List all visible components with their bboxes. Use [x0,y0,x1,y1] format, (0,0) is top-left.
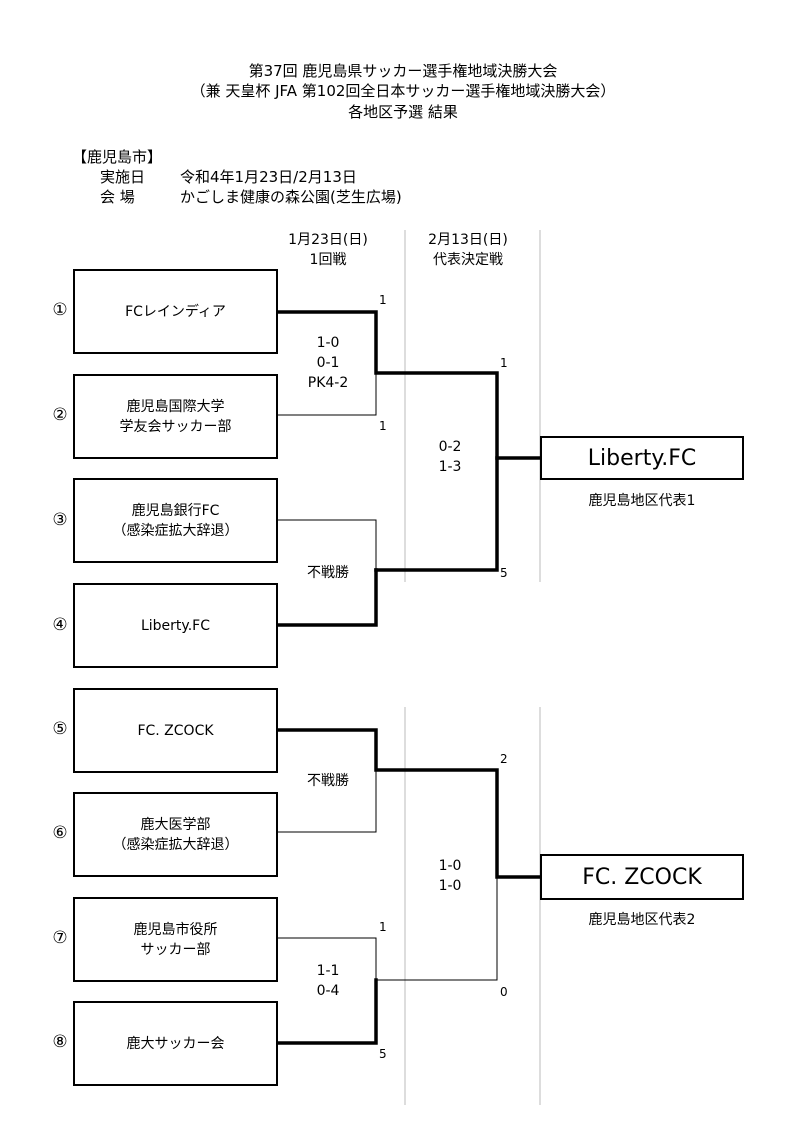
team-box: Liberty.FC [73,583,278,668]
team-box: 鹿大医学部 （感染症拡大辞退） [73,792,278,877]
match1-bottom-goals: 1 [379,419,387,433]
region-label: 【鹿児島市】 [72,148,163,166]
match4-top-goals: 1 [379,920,387,934]
team-name: 鹿児島市役所 サッカー部 [133,921,218,958]
team-number: ⑧ [52,1032,68,1052]
team-number: ⑤ [52,719,68,739]
team-name: FCレインディア [125,303,226,320]
venue-label: 会 場 [100,188,135,206]
team-box: FCレインディア [73,269,278,354]
title-line-1: 第37回 鹿児島県サッカー選手権地域決勝大会 [248,62,558,80]
title-line-3: 各地区予選 結果 [348,103,458,121]
team-number: ⑥ [52,823,68,843]
date-value: 令和4年1月23日/2月13日 [180,168,357,186]
match1-score: 1-0 0-1 PK4-2 [307,335,349,391]
match3-score: 不戦勝 [307,773,349,789]
team-name: 鹿児島国際大学 学友会サッカー部 [119,398,232,435]
team-box: 鹿児島銀行FC （感染症拡大辞退） [73,478,278,563]
final1-top-goals: 1 [500,356,508,370]
team-number: ① [52,300,68,320]
round2-date: 2月13日(日) [428,232,508,248]
team-number: ⑦ [52,928,68,948]
team-name: Liberty.FC [140,617,210,634]
team-name: FC. ZCOCK [137,722,214,739]
team-number: ③ [52,510,68,530]
winner1-name: Liberty.FC [587,445,697,471]
final2-top-goals: 2 [500,752,508,766]
team-box: 鹿大サッカー会 [73,1001,278,1086]
team-name: 鹿児島銀行FC （感染症拡大辞退） [112,502,239,539]
match1-top-goals: 1 [379,293,387,307]
round2-name: 代表決定戦 [433,252,503,268]
venue-value: かごしま健康の森公園(芝生広場) [180,188,402,206]
final2-bottom-goals: 0 [500,985,508,999]
team-number: ② [52,405,68,425]
team-name: 鹿大サッカー会 [126,1035,225,1052]
match4-bottom-goals: 5 [379,1047,387,1061]
date-label: 実施日 [100,168,146,186]
final1-score: 0-2 1-3 [438,439,462,475]
final1-bottom-goals: 5 [500,566,508,580]
match4-score: 1-1 0-4 [316,963,340,999]
match2-score: 不戦勝 [307,565,349,581]
round1-name: 1回戦 [309,252,347,268]
team-box: FC. ZCOCK [73,688,278,773]
winner2-label: 鹿児島地区代表2 [588,912,696,928]
winner1-box: Liberty.FC [540,436,744,480]
team-box: 鹿児島市役所 サッカー部 [73,897,278,982]
team-box: 鹿児島国際大学 学友会サッカー部 [73,374,278,459]
winner1-label: 鹿児島地区代表1 [588,493,696,509]
team-name: 鹿大医学部 （感染症拡大辞退） [112,816,239,853]
round1-date: 1月23日(日) [288,232,368,248]
team-number: ④ [52,615,68,635]
final2-score: 1-0 1-0 [438,858,462,894]
winner2-box: FC. ZCOCK [540,854,744,900]
title-line-2: （兼 天皇杯 JFA 第102回全日本サッカー選手権地域決勝大会） [190,82,616,100]
winner2-name: FC. ZCOCK [582,864,702,890]
